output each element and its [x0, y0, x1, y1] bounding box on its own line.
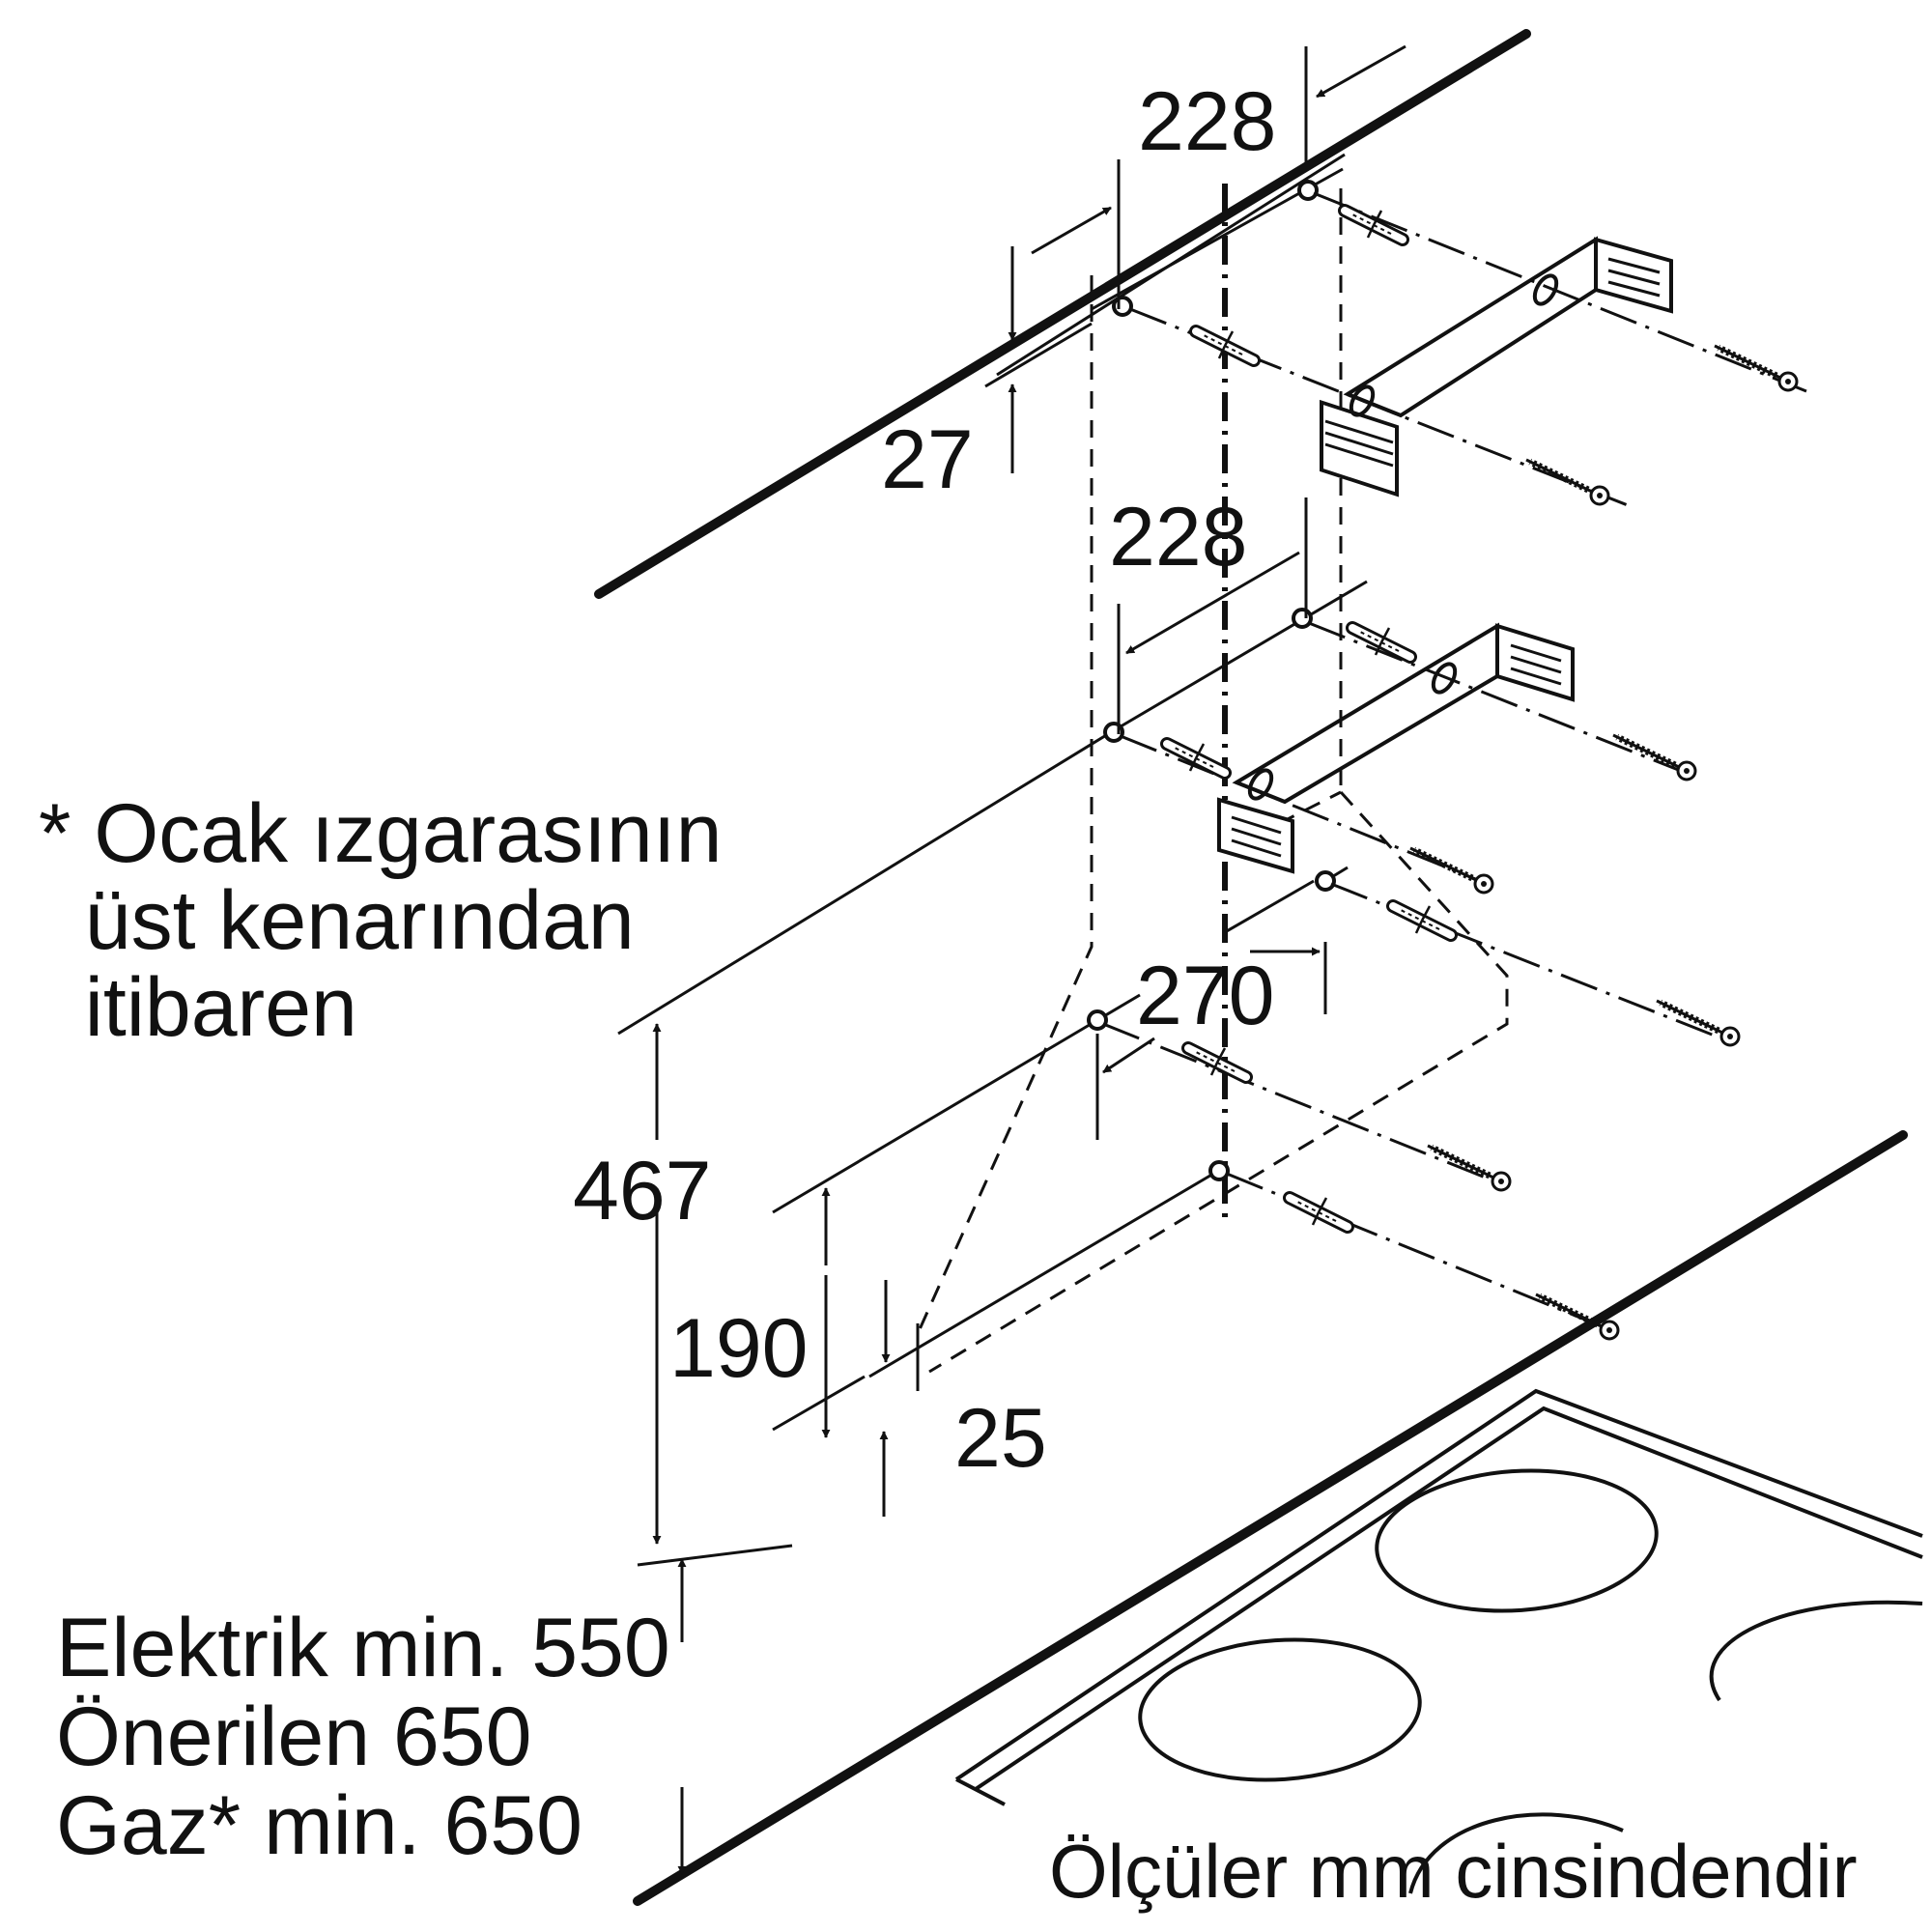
lower-hole-right: [1315, 870, 1336, 892]
hood-outline: [914, 188, 1509, 1374]
top-rail: [996, 153, 1346, 377]
dim-lower-hole-spacing: 270: [1136, 950, 1275, 1042]
grid-note-line-1: * Ocak ızgarasının: [39, 787, 723, 880]
bracket-middle: [1217, 622, 1575, 874]
bracket-top: [1320, 236, 1673, 497]
upper-wall-line: [594, 29, 1531, 599]
grid-edge-note: * Ocak ızgarasının üst kenarından itibar…: [39, 790, 722, 1051]
top-hole-left: [1112, 296, 1133, 317]
dim-top-offset: 27: [881, 413, 974, 506]
top-hole-right: [1297, 180, 1319, 201]
dim-lower-height: 190: [669, 1302, 809, 1395]
dim-top-hole-spacing: 228: [1138, 75, 1277, 168]
dimension-arrows: [652, 44, 1406, 1875]
cooktop: [954, 1388, 1923, 1894]
lower-hole-left: [1087, 1009, 1108, 1031]
requirement-electric: Elektrik min. 550: [56, 1602, 670, 1694]
middle-hole-right: [1292, 608, 1313, 629]
units-note: Ölçüler mm cinsindendir: [1049, 1829, 1858, 1914]
grid-note-line-3: itibaren: [39, 961, 357, 1054]
lower-wall-line: [633, 1130, 1908, 1906]
minimum-distance-notes: Elektrik min. 550 Önerilen 650 Gaz* min.…: [56, 1604, 670, 1870]
lower-rails: [772, 866, 1349, 1378]
middle-rail: [617, 580, 1368, 1036]
extension-lines: [637, 46, 1327, 1567]
screws: [1410, 346, 1797, 1339]
requirement-recommended: Önerilen 650: [56, 1690, 532, 1783]
dim-bottom-offset: 25: [954, 1392, 1047, 1485]
dim-middle-hole-spacing: 228: [1109, 491, 1248, 583]
requirement-gas: Gaz* min. 650: [56, 1779, 582, 1872]
bottom-hole: [1208, 1160, 1230, 1181]
grid-note-line-2: üst kenarından: [39, 874, 635, 967]
dim-upper-height: 467: [573, 1145, 712, 1237]
wall-plugs: [1167, 211, 1451, 1227]
